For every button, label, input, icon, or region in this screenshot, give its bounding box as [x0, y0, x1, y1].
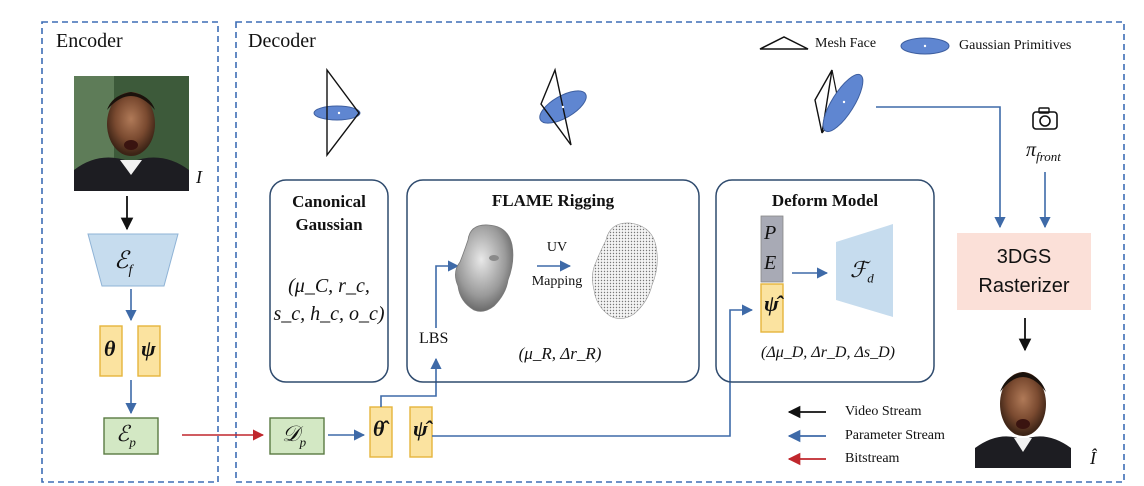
deform-network-block	[836, 224, 893, 317]
uv-mapping-2: Mapping	[531, 274, 583, 289]
theta-box	[99, 325, 123, 377]
deform-psi-box	[760, 283, 784, 333]
psi-box	[137, 325, 161, 377]
rasterizer-block	[957, 233, 1091, 310]
arrow-lbs-to-flame	[435, 260, 460, 328]
deform-model-box	[715, 179, 935, 383]
uv-mapping-1: UV	[546, 240, 568, 255]
output-face-photo-icon	[975, 358, 1071, 468]
flame-params: (μ_R, Δr_R)	[518, 344, 602, 363]
deform-psi-label: ψ̂	[764, 291, 779, 316]
camera-icon	[1032, 107, 1058, 130]
face-encoder-label: ℰf	[114, 248, 133, 278]
deform-params: (Δμ_D, Δr_D, Δs_D)	[761, 344, 895, 361]
face-photo-icon	[74, 76, 189, 191]
mesh-face-icon	[759, 36, 809, 50]
param-decoder-label: 𝒟p	[282, 421, 307, 450]
canonical-gaussian-glyph	[313, 67, 361, 158]
pe-block	[760, 215, 784, 283]
theta-hat-label: θ̂	[373, 416, 385, 441]
deform-title: Deform Model	[771, 191, 879, 210]
canonical-title-1: Canonical	[292, 192, 366, 211]
pe-p-label: P	[764, 222, 777, 244]
input-image-label: I	[196, 167, 202, 187]
psi-hat-box	[409, 406, 433, 458]
theta-label: θ	[104, 336, 116, 361]
legend-gaussian-primitives: Gaussian Primitives	[959, 38, 1072, 53]
flame-gaussian-glyph	[539, 67, 587, 146]
param-encoder-block	[103, 417, 159, 455]
lbs-label: LBS	[419, 330, 449, 347]
pe-e-label: E	[764, 252, 777, 274]
psi-label: ψ	[141, 336, 156, 361]
head-pointcloud-icon	[592, 222, 658, 319]
encoder-panel	[41, 21, 219, 483]
output-image-label: Î	[1090, 448, 1096, 468]
param-encoder-label: ℰp	[116, 421, 136, 450]
head-mesh-icon	[455, 224, 514, 312]
arrow-theta-to-lbs	[380, 357, 442, 407]
deform-gaussian-glyph	[814, 69, 864, 134]
rasterizer-label-2: Rasterizer	[978, 275, 1070, 297]
arrow-gaussians-to-rasterizer	[876, 106, 1006, 229]
canonical-title-2: Gaussian	[295, 215, 363, 234]
decoder-title: Decoder	[248, 30, 316, 52]
legend-mesh-face: Mesh Face	[815, 36, 877, 51]
rasterizer-label-1: 3DGS	[996, 246, 1052, 268]
legend-video-stream: Video Stream	[845, 404, 922, 419]
legend-parameter-stream: Parameter Stream	[845, 428, 945, 443]
arrow-psi-to-deform	[432, 304, 754, 437]
canonical-params-2: s_c, h_c, o_c)	[273, 303, 385, 325]
psi-hat-label: ψ̂	[413, 416, 428, 441]
param-decoder-block	[269, 417, 325, 455]
decoder-panel	[235, 21, 1125, 483]
flame-rigging-box	[406, 179, 700, 383]
canonical-params-1: (μ_C, r_c,	[288, 275, 370, 297]
camera-label: πfront	[1026, 139, 1061, 164]
canonical-gaussian-box	[269, 179, 389, 383]
legend-bitstream: Bitstream	[845, 451, 900, 466]
deform-network-label: ℱd	[850, 257, 874, 286]
flame-title: FLAME Rigging	[491, 191, 615, 210]
encoder-title: Encoder	[56, 30, 123, 52]
face-encoder-block	[87, 233, 179, 287]
